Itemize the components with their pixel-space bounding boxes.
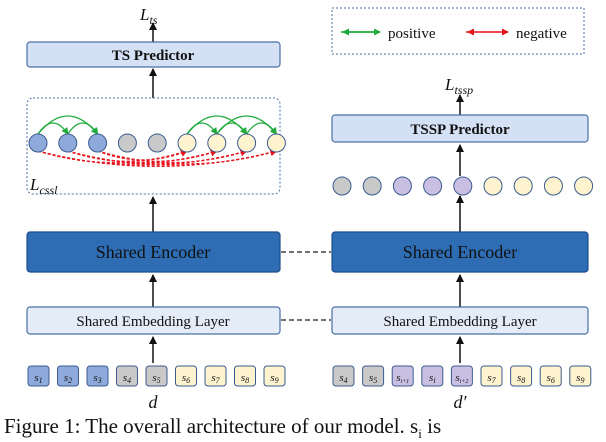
- left-node: [88, 133, 108, 153]
- right-node: [332, 176, 352, 196]
- right-node: [362, 176, 382, 196]
- left-input-label: d: [149, 392, 159, 412]
- positive-arc: [246, 122, 277, 135]
- right-token-box: [362, 365, 385, 387]
- right-token-label: s5: [369, 372, 377, 385]
- right-node: [423, 176, 443, 196]
- right-node: [574, 176, 594, 196]
- left-token-box: [27, 365, 50, 387]
- left-token-label: s1: [34, 372, 42, 385]
- left-shared-encoder-box: [26, 231, 281, 273]
- right-token-box: [332, 365, 355, 387]
- right-token-box: [539, 365, 562, 387]
- left-token-label: s6: [182, 372, 190, 385]
- right-token-label: si+1: [396, 372, 409, 385]
- left-token-box: [263, 365, 286, 387]
- right-token-label: s6: [547, 372, 555, 385]
- right-branch: Ltssp TSSP Predictor Shared Encoder Shar…: [331, 75, 594, 412]
- left-node: [266, 133, 286, 153]
- negative-arc: [67, 149, 188, 162]
- negative-arc: [97, 149, 188, 161]
- right-token-label: s9: [576, 372, 584, 385]
- positive-arc: [67, 122, 99, 135]
- left-node: [147, 133, 167, 153]
- tssp-predictor-label: TSSP Predictor: [410, 122, 510, 138]
- right-token-box: [510, 365, 533, 387]
- right-input-label: d′: [454, 392, 468, 412]
- left-shared-encoder-label: Shared Encoder: [96, 242, 210, 262]
- cssl-loss-label: Lcssl: [29, 175, 58, 197]
- right-shared-encoder-box: [331, 231, 589, 273]
- left-node-row: [28, 133, 286, 153]
- negative-arc: [97, 149, 218, 162]
- negative-arc: [97, 149, 278, 165]
- right-node: [392, 176, 412, 196]
- right-token-label: s8: [517, 372, 525, 385]
- left-branch: Lts TS Predictor Lcssl Shared Encoder Sh…: [26, 5, 286, 412]
- ts-predictor-box: [26, 41, 281, 68]
- left-token-box: [175, 365, 197, 387]
- left-token-box: [145, 365, 168, 387]
- left-embedding-label: Shared Embedding Layer: [76, 314, 229, 330]
- left-token-label: s5: [152, 372, 160, 385]
- right-token-label: s7: [487, 372, 496, 385]
- tssp-predictor-box: [331, 114, 589, 143]
- left-node: [117, 133, 137, 153]
- right-token-box: [480, 365, 503, 387]
- right-token-label: s4: [339, 372, 347, 385]
- left-token-label: s7: [211, 372, 220, 385]
- right-node: [513, 176, 533, 196]
- right-shared-encoder-label: Shared Encoder: [403, 242, 517, 262]
- left-token-box: [86, 365, 109, 387]
- right-token-box: [391, 365, 414, 387]
- left-token-row: s1 s2 s3 s4 s5 s6 s7 s8 s9: [27, 365, 286, 387]
- right-output-loss: Ltssp: [444, 75, 473, 97]
- legend-negative-label: negative: [516, 26, 567, 42]
- left-embedding-box: [26, 306, 281, 335]
- right-embedding-label: Shared Embedding Layer: [383, 314, 536, 330]
- legend-positive-label: positive: [388, 26, 436, 42]
- left-token-box: [204, 365, 227, 387]
- left-node: [28, 133, 48, 153]
- left-node: [177, 133, 197, 153]
- ts-predictor-label: TS Predictor: [112, 48, 195, 64]
- left-node: [237, 133, 257, 153]
- left-token-label: s9: [270, 372, 278, 385]
- left-node: [58, 133, 78, 153]
- left-token-label: s2: [64, 372, 72, 385]
- right-node-row: [332, 176, 594, 196]
- contrastive-arcs: [37, 115, 278, 167]
- legend-box: [331, 7, 585, 55]
- left-token-label: s8: [241, 372, 249, 385]
- right-token-box: [569, 365, 592, 387]
- right-node: [543, 176, 563, 196]
- right-node: [483, 176, 503, 196]
- figure-caption: Figure 1: The overall architecture of ou…: [4, 414, 442, 442]
- left-node: [207, 133, 227, 153]
- left-token-label: s3: [93, 372, 101, 385]
- left-token-box: [116, 365, 138, 387]
- right-embedding-box: [331, 306, 589, 335]
- left-token-box: [234, 365, 256, 387]
- left-output-loss: Lts: [139, 5, 158, 27]
- right-token-row: s4 s5 si+1 si si+2 s7 s8 s6 s9: [332, 365, 592, 387]
- right-node: [453, 176, 473, 196]
- left-token-label: s4: [123, 372, 131, 385]
- legend: positive negative: [331, 7, 585, 55]
- right-token-label: si+2: [455, 372, 468, 385]
- right-token-box: [450, 365, 473, 387]
- left-token-box: [57, 365, 79, 387]
- right-token-label: si: [429, 372, 436, 385]
- negative-arc: [67, 149, 278, 166]
- right-token-box: [421, 365, 444, 387]
